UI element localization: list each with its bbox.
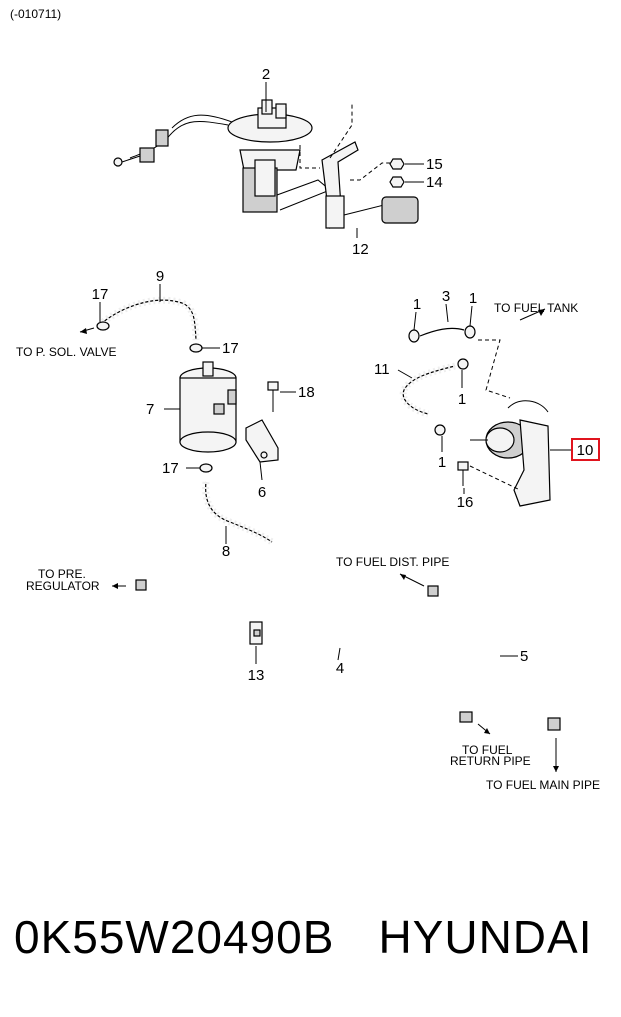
callout-7: 7 xyxy=(146,401,154,418)
note-to-fuel-main-pipe: TO FUEL MAIN PIPE xyxy=(486,778,600,792)
callout-12: 12 xyxy=(352,241,369,258)
hose-3 xyxy=(419,327,465,337)
callout-11: 11 xyxy=(374,361,390,378)
callout-2: 2 xyxy=(262,66,270,83)
canister xyxy=(179,361,237,453)
callout-17-mid: 17 xyxy=(222,340,239,357)
part-number: 0K55W20490B xyxy=(14,911,335,963)
note-to-fuel-tank: TO FUEL TANK xyxy=(494,301,578,315)
callout-1-a: 1 xyxy=(413,296,421,313)
bolt-18 xyxy=(267,381,279,412)
purge-control-valve xyxy=(470,400,551,507)
callout-8: 8 xyxy=(222,543,230,560)
callout-16: 16 xyxy=(457,494,474,511)
nut-14 xyxy=(389,176,405,188)
brand-name: HYUNDAI xyxy=(378,911,593,963)
callout-14: 14 xyxy=(426,174,443,191)
callout-5: 5 xyxy=(520,648,528,665)
bolt-16 xyxy=(457,461,469,486)
callout-13: 13 xyxy=(248,667,265,684)
footer-caption: 0K55W20490B HYUNDAI xyxy=(14,910,614,964)
callout-15: 15 xyxy=(426,156,443,173)
parts-diagram: 2 15 14 12 9 17 17 7 18 17 6 8 1 3 1 11 … xyxy=(16,66,600,792)
callout-6: 6 xyxy=(258,484,266,501)
highlight-box-10 xyxy=(571,438,600,461)
callout-18: 18 xyxy=(298,384,315,401)
clamp-1 xyxy=(408,325,476,436)
bracket-6 xyxy=(245,419,279,463)
callout-17-bottom: 17 xyxy=(162,460,179,477)
callout-1-b: 1 xyxy=(469,290,477,307)
callout-9: 9 xyxy=(156,268,164,285)
callout-10: 10 xyxy=(577,442,594,459)
callout-17-top: 17 xyxy=(92,286,109,303)
note-to-p-sol-valve: TO P. SOL. VALVE xyxy=(16,345,117,359)
diagram-code: (-010711) xyxy=(10,7,62,21)
nut-15 xyxy=(389,158,405,170)
callout-1-c: 1 xyxy=(458,391,466,408)
clamp-17 xyxy=(96,321,213,473)
note-to-pre-line2: REGULATOR xyxy=(26,579,100,593)
hose-8 xyxy=(202,481,275,545)
note-to-fuel-dist-pipe: TO FUEL DIST. PIPE xyxy=(336,555,449,569)
fuel-pump-assembly xyxy=(113,99,331,213)
sender-unit xyxy=(321,102,419,229)
callout-3: 3 xyxy=(442,288,450,305)
note-to-fuel-return-line2: RETURN PIPE xyxy=(450,754,531,768)
fuel-pipe-4 xyxy=(135,579,473,723)
callout-1-d: 1 xyxy=(438,454,446,471)
note-to-fuel-return-line1: TO FUEL xyxy=(462,743,513,757)
clip-13 xyxy=(249,621,263,645)
note-to-pre-line1: TO PRE. xyxy=(38,567,86,581)
callout-4: 4 xyxy=(336,660,344,677)
hose-11 xyxy=(399,362,456,418)
fuel-pipe-5 xyxy=(427,585,561,731)
hose-9 xyxy=(100,296,200,341)
